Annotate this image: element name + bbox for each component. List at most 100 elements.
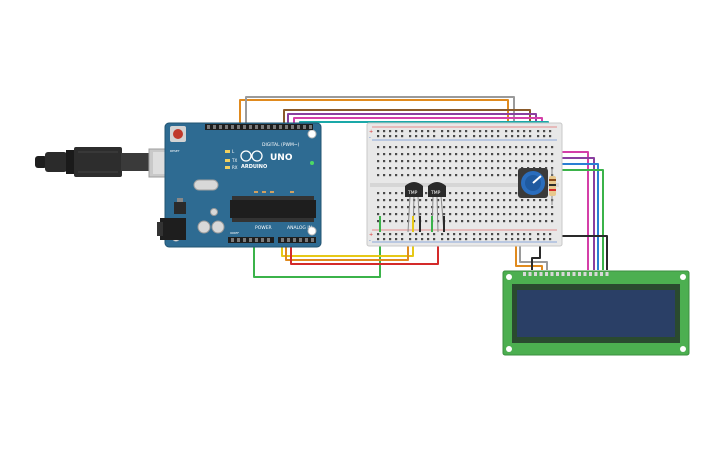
power-header[interactable] <box>228 237 274 243</box>
breadboard-hole <box>383 146 386 149</box>
arduino-uno-board[interactable]: DIGITAL (PWM~) L TX RX ARDUINO UNO <box>157 122 322 248</box>
breadboard-hole <box>549 238 552 241</box>
breadboard-hole <box>521 220 524 223</box>
breadboard-hole <box>441 135 444 138</box>
breadboard-hole <box>479 213 482 216</box>
breadboard-hole <box>465 135 468 138</box>
breadboard-hole <box>407 206 410 209</box>
breadboard-hole <box>533 220 536 223</box>
breadboard-hole <box>491 213 494 216</box>
breadboard-hole <box>453 135 456 138</box>
breadboard-hole <box>401 199 404 202</box>
breadboard-hole <box>465 233 468 236</box>
analog-label: ANALOG IN <box>287 225 312 231</box>
breadboard-hole <box>491 238 494 241</box>
sensor-2-label: TMP <box>430 190 441 196</box>
reset-button[interactable] <box>170 126 186 142</box>
breadboard-hole <box>497 130 500 133</box>
resistor[interactable] <box>549 168 556 205</box>
breadboard-hole <box>407 174 410 177</box>
breadboard-hole <box>479 153 482 156</box>
breadboard-hole <box>473 135 476 138</box>
lcd-pin <box>550 272 554 276</box>
breadboard-hole <box>545 160 548 163</box>
analog-header[interactable] <box>278 237 316 243</box>
breadboard-hole <box>401 135 404 138</box>
breadboard-hole <box>505 238 508 241</box>
breadboard-hole <box>473 160 476 163</box>
breadboard-hole <box>543 130 546 133</box>
breadboard-hole <box>437 153 440 156</box>
breadboard-hole <box>433 233 436 236</box>
breadboard-hole <box>427 135 430 138</box>
breadboard-hole <box>459 233 462 236</box>
ioref-label: IOREF <box>230 231 239 235</box>
breadboard-hole <box>521 153 524 156</box>
breadboard-hole <box>377 130 380 133</box>
breadboard-hole <box>549 130 552 133</box>
breadboard-hole <box>433 135 436 138</box>
breadboard-hole <box>551 146 554 149</box>
breadboard-hole <box>383 135 386 138</box>
breadboard-hole <box>449 160 452 163</box>
power-jack[interactable] <box>157 218 186 240</box>
breadboard-hole <box>485 220 488 223</box>
breadboard-hole <box>537 233 540 236</box>
breadboard-hole <box>431 153 434 156</box>
lcd-pin <box>534 272 537 276</box>
lcd-display[interactable] <box>502 270 690 356</box>
breadboard-hole <box>527 213 530 216</box>
lcd-pin-header[interactable] <box>523 272 609 276</box>
breadboard-hole <box>491 153 494 156</box>
breadboard-hole <box>383 199 386 202</box>
breadboard-hole <box>545 220 548 223</box>
digital-header[interactable] <box>205 124 313 130</box>
breadboard-hole <box>377 160 380 163</box>
potentiometer[interactable] <box>518 168 548 198</box>
led-l-label: L <box>232 149 235 154</box>
breadboard-hole <box>521 146 524 149</box>
rail-plus-top: + <box>369 129 373 135</box>
breadboard-hole <box>473 233 476 236</box>
breadboard-hole <box>447 238 450 241</box>
lcd-pin <box>567 272 570 276</box>
breadboard-hole <box>523 130 526 133</box>
reset-label: RESET <box>170 149 180 153</box>
breadboard-hole <box>485 206 488 209</box>
breadboard-hole <box>503 153 506 156</box>
breadboard-hole <box>485 167 488 170</box>
breadboard-hole <box>395 167 398 170</box>
breadboard-hole <box>431 167 434 170</box>
breadboard-hole <box>389 233 392 236</box>
breadboard-hole <box>485 174 488 177</box>
breadboard-hole <box>419 174 422 177</box>
breadboard-hole <box>413 213 416 216</box>
breadboard-hole <box>383 130 386 133</box>
breadboard-hole <box>539 160 542 163</box>
wire-a1-red <box>290 232 439 265</box>
breadboard-hole <box>425 167 428 170</box>
breadboard-hole <box>509 220 512 223</box>
breadboard-hole <box>515 206 518 209</box>
breadboard-hole <box>377 199 380 202</box>
breadboard-hole <box>473 153 476 156</box>
breadboard-hole <box>395 199 398 202</box>
breadboard-hole <box>443 167 446 170</box>
breadboard-hole <box>527 206 530 209</box>
breadboard-hole <box>505 135 508 138</box>
breadboard-hole <box>461 153 464 156</box>
breadboard-hole <box>377 192 380 195</box>
breadboard-hole <box>529 233 532 236</box>
breadboard-hole <box>401 146 404 149</box>
lcd-pin <box>556 272 559 276</box>
breadboard-hole <box>479 130 482 133</box>
breadboard-hole <box>539 220 542 223</box>
breadboard-hole <box>479 135 482 138</box>
breadboard-hole <box>515 220 518 223</box>
breadboard-hole <box>539 146 542 149</box>
breadboard-hole <box>447 233 450 236</box>
breadboard-hole <box>425 206 428 209</box>
breadboard-hole <box>419 146 422 149</box>
breadboard-hole <box>401 153 404 156</box>
breadboard-hole <box>491 146 494 149</box>
